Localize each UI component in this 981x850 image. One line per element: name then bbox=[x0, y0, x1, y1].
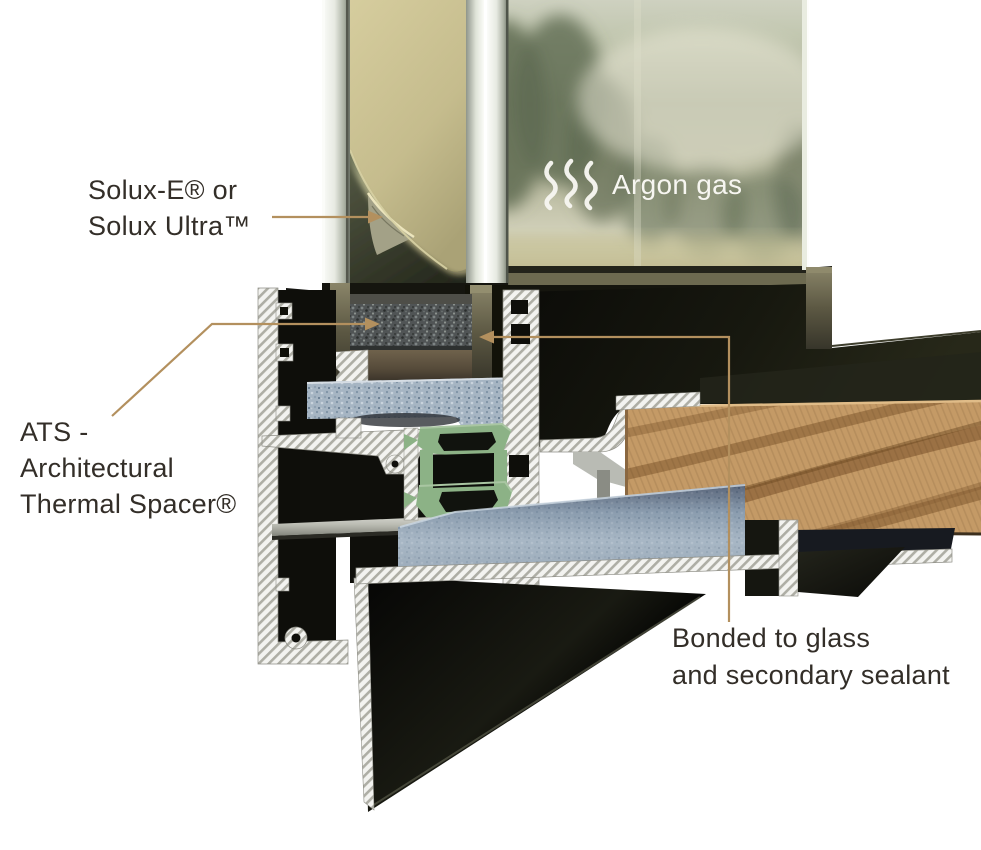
sill-t-leg bbox=[778, 519, 799, 597]
spacer-label-line2: Architectural bbox=[20, 453, 174, 483]
leader-lines bbox=[111, 215, 731, 622]
sealant-leader-line bbox=[493, 335, 731, 622]
spacer-leg-hatched bbox=[331, 349, 369, 383]
thermal-break bbox=[403, 422, 513, 521]
inner-glass-pane bbox=[487, 0, 809, 295]
spacer-arrowhead bbox=[365, 317, 380, 331]
inner-pane-right-edge bbox=[802, 0, 809, 270]
spacer-label-line3: Thermal Spacer® bbox=[20, 489, 237, 519]
coating-label-line1: Solux-E® or bbox=[88, 175, 238, 205]
spacer-leader-line bbox=[111, 322, 366, 417]
frame-bottom-flange bbox=[353, 576, 706, 812]
outer-pane-right-edge bbox=[466, 0, 484, 300]
spacer-label-line1: ATS - bbox=[20, 417, 89, 447]
argon-label: Argon gas bbox=[612, 167, 742, 203]
coating-label-line2: Solux Ultra™ bbox=[88, 211, 251, 241]
sill-end-block bbox=[798, 547, 905, 597]
coating-label: Solux-E® or Solux Ultra™ bbox=[88, 172, 251, 244]
argon-label-text: Argon gas bbox=[612, 169, 743, 200]
aluminum-sill bbox=[355, 519, 953, 597]
low-e-coating-film bbox=[347, 0, 484, 272]
sealant-label-line2: and secondary sealant bbox=[672, 660, 950, 690]
foam-strip-lower bbox=[398, 484, 746, 578]
sealant-label: Bonded to glass and secondary sealant bbox=[672, 620, 950, 694]
coating-arrowhead bbox=[368, 210, 383, 224]
leader-arrowheads bbox=[365, 210, 494, 344]
outer-glass-pane bbox=[322, 0, 484, 302]
sealant-label-line1: Bonded to glass bbox=[672, 623, 871, 653]
gas-waves-icon bbox=[544, 158, 598, 211]
foam-strip-upper bbox=[306, 377, 528, 427]
glass-end-cap bbox=[806, 267, 832, 349]
sealant-band bbox=[350, 350, 472, 381]
inner-pane-edge bbox=[487, 0, 508, 290]
sealant-arrowhead bbox=[479, 330, 494, 344]
spacer-label: ATS - Architectural Thermal Spacer® bbox=[20, 414, 236, 522]
outer-pane-edge bbox=[322, 0, 350, 298]
